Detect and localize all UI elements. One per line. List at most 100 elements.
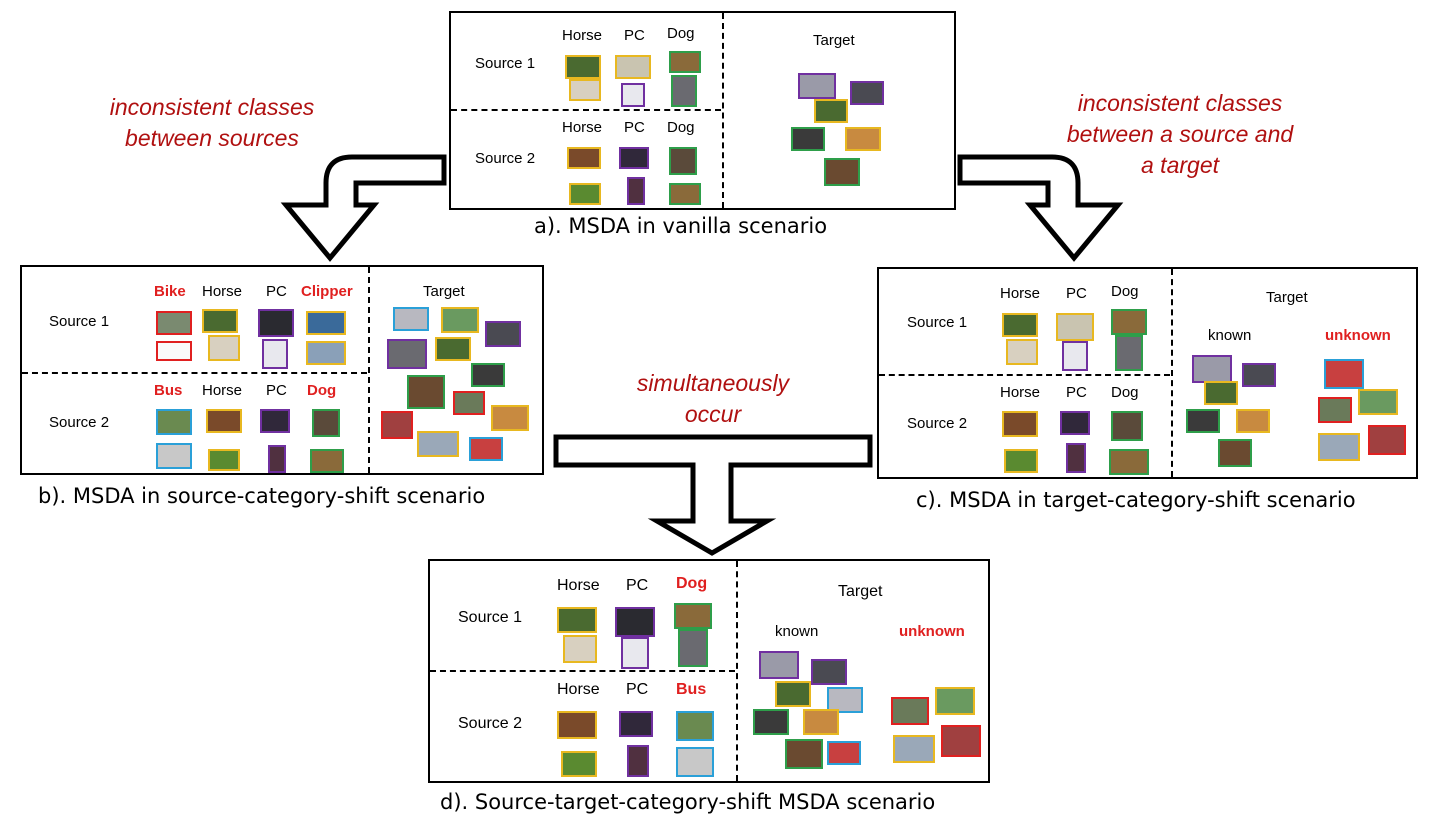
target-image — [791, 127, 825, 151]
dog-image — [1109, 449, 1149, 475]
class-header: Dog — [667, 119, 695, 136]
horse-image — [1004, 449, 1038, 473]
known-image — [1242, 363, 1276, 387]
clipper-image — [306, 311, 346, 335]
target-image — [471, 363, 505, 387]
arrow-to-b — [280, 154, 447, 262]
source-2-label: Source 2 — [458, 715, 523, 732]
panel-source-category-shift: Source 1 Source 2 Bike Horse PC Clipper … — [20, 265, 544, 475]
known-image — [785, 739, 823, 769]
class-header: Dog — [667, 25, 695, 42]
class-header: Horse — [557, 681, 600, 698]
pc-image — [627, 177, 645, 205]
arrow-to-c — [957, 154, 1124, 262]
dog-image — [669, 183, 701, 205]
pc-image — [1056, 313, 1094, 341]
known-image — [1192, 355, 1232, 383]
target-image — [798, 73, 836, 99]
target-divider — [736, 561, 738, 781]
source-2-label: Source 2 — [475, 150, 536, 167]
known-image — [775, 681, 811, 707]
note-between-sources: inconsistent classes between sources — [92, 92, 332, 154]
note-line: inconsistent classes — [1077, 90, 1283, 116]
source-1-label: Source 1 — [458, 609, 523, 626]
bike-image — [156, 341, 192, 361]
known-image — [827, 687, 863, 713]
target-image — [814, 99, 848, 123]
horse-image — [557, 607, 597, 633]
horse-image — [561, 751, 597, 777]
source-divider — [430, 670, 735, 672]
dog-image — [678, 629, 708, 667]
dog-image — [669, 51, 701, 73]
class-header: PC — [266, 382, 287, 399]
bus-image — [676, 747, 714, 777]
target-image — [469, 437, 503, 461]
horse-image — [1002, 411, 1038, 437]
dog-image — [671, 75, 697, 107]
source-2-label: Source 2 — [49, 414, 110, 431]
target-image — [435, 337, 471, 361]
pc-image — [1060, 411, 1090, 435]
pc-image — [258, 309, 294, 337]
class-header: Bus — [154, 382, 183, 399]
horse-image — [563, 635, 597, 663]
class-header: Horse — [1000, 285, 1041, 302]
horse-image — [567, 147, 601, 169]
horse-image — [208, 335, 240, 361]
known-image — [1218, 439, 1252, 467]
known-image — [803, 709, 839, 735]
unknown-label: unknown — [1325, 327, 1391, 344]
class-header: Horse — [202, 283, 243, 300]
pc-image — [615, 55, 651, 79]
class-header: Bus — [676, 681, 707, 698]
panel-target-category-shift: Source 1 Source 2 Horse PC Dog Horse PC … — [877, 267, 1418, 479]
class-header: Clipper — [301, 283, 353, 300]
unknown-image — [893, 735, 935, 763]
class-header: Horse — [562, 119, 603, 136]
target-image — [407, 375, 445, 409]
caption-vanilla: a). MSDA in vanilla scenario — [534, 214, 828, 238]
target-image — [485, 321, 521, 347]
note-simultaneous: simultaneously occur — [598, 368, 828, 430]
dog-image — [674, 603, 712, 629]
known-image — [827, 741, 861, 765]
clipper-image — [306, 341, 346, 365]
unknown-image — [935, 687, 975, 715]
unknown-image — [891, 697, 929, 725]
class-header: PC — [1066, 285, 1087, 302]
pc-image — [260, 409, 290, 433]
source-1-label: Source 1 — [475, 55, 536, 72]
source-divider — [22, 372, 367, 374]
horse-image — [569, 79, 601, 101]
dog-image — [1111, 309, 1147, 335]
caption-source-category-shift: b). MSDA in source-category-shift scenar… — [38, 484, 486, 508]
note-line: simultaneously — [636, 370, 790, 396]
unknown-image — [1368, 425, 1406, 455]
pc-image — [619, 711, 653, 737]
known-image — [1186, 409, 1220, 433]
target-label: Target — [423, 283, 465, 300]
class-header: PC — [626, 577, 649, 594]
horse-image — [565, 55, 601, 79]
known-image — [1236, 409, 1270, 433]
note-line: a target — [1141, 152, 1219, 178]
class-header: Dog — [307, 382, 337, 399]
pc-image — [1066, 443, 1086, 473]
known-label: known — [775, 623, 819, 640]
class-header: Horse — [1000, 384, 1041, 401]
class-header: PC — [1066, 384, 1087, 401]
target-divider — [368, 267, 370, 473]
unknown-image — [1324, 359, 1364, 389]
dog-image — [312, 409, 340, 437]
horse-image — [206, 409, 242, 433]
class-header: Dog — [1111, 283, 1139, 300]
class-header: Bike — [154, 283, 186, 300]
known-label: known — [1208, 327, 1252, 344]
target-label: Target — [813, 32, 855, 49]
source-1-label: Source 1 — [907, 314, 968, 331]
panel-vanilla: Source 1 Source 2 Horse PC Dog Horse PC … — [449, 11, 956, 210]
unknown-image — [941, 725, 981, 757]
target-label: Target — [838, 583, 883, 600]
known-image — [1204, 381, 1238, 405]
